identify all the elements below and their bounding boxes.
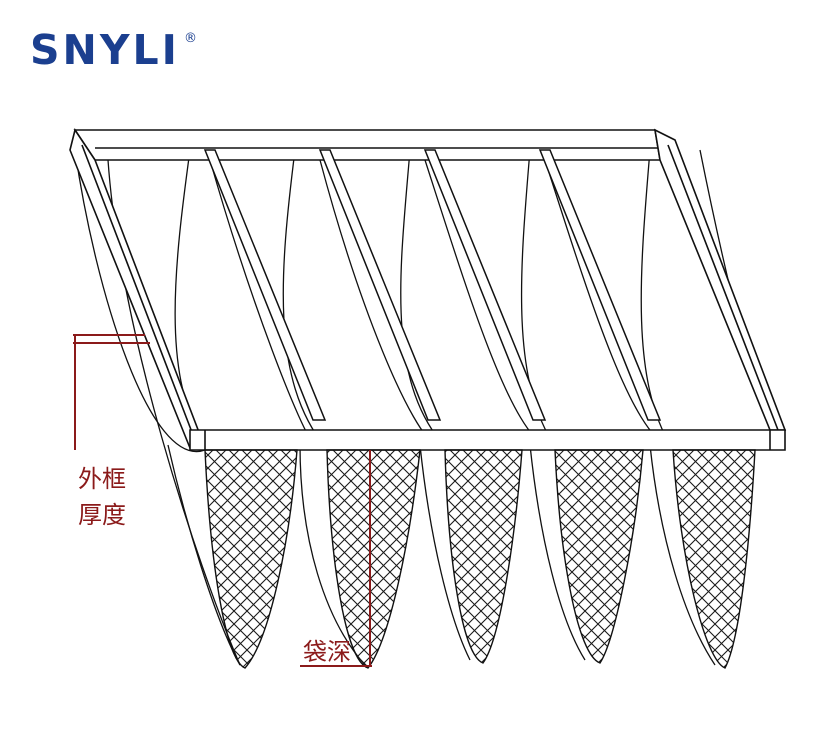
- logo-registered-mark: ®: [184, 31, 197, 46]
- bag-1: [204, 449, 298, 669]
- frame-thickness-dimension: [73, 334, 150, 450]
- frame-thickness-label-line2: 厚度: [78, 501, 126, 529]
- frame-thickness-label-line1: 外框: [78, 465, 126, 493]
- pocket-dividers: [203, 149, 662, 421]
- brand-logo: SNYLI ®: [30, 26, 197, 74]
- bag-2: [326, 449, 421, 669]
- bag-3: [444, 449, 523, 664]
- bag-depth-label: 袋深: [303, 638, 351, 666]
- filter-bags: [204, 449, 756, 669]
- bag-4: [554, 449, 644, 664]
- logo-text: SNYLI: [30, 26, 180, 74]
- bag-5: [672, 449, 756, 669]
- bag-depth-dimension: [300, 450, 372, 667]
- outer-frame: [69, 128, 787, 451]
